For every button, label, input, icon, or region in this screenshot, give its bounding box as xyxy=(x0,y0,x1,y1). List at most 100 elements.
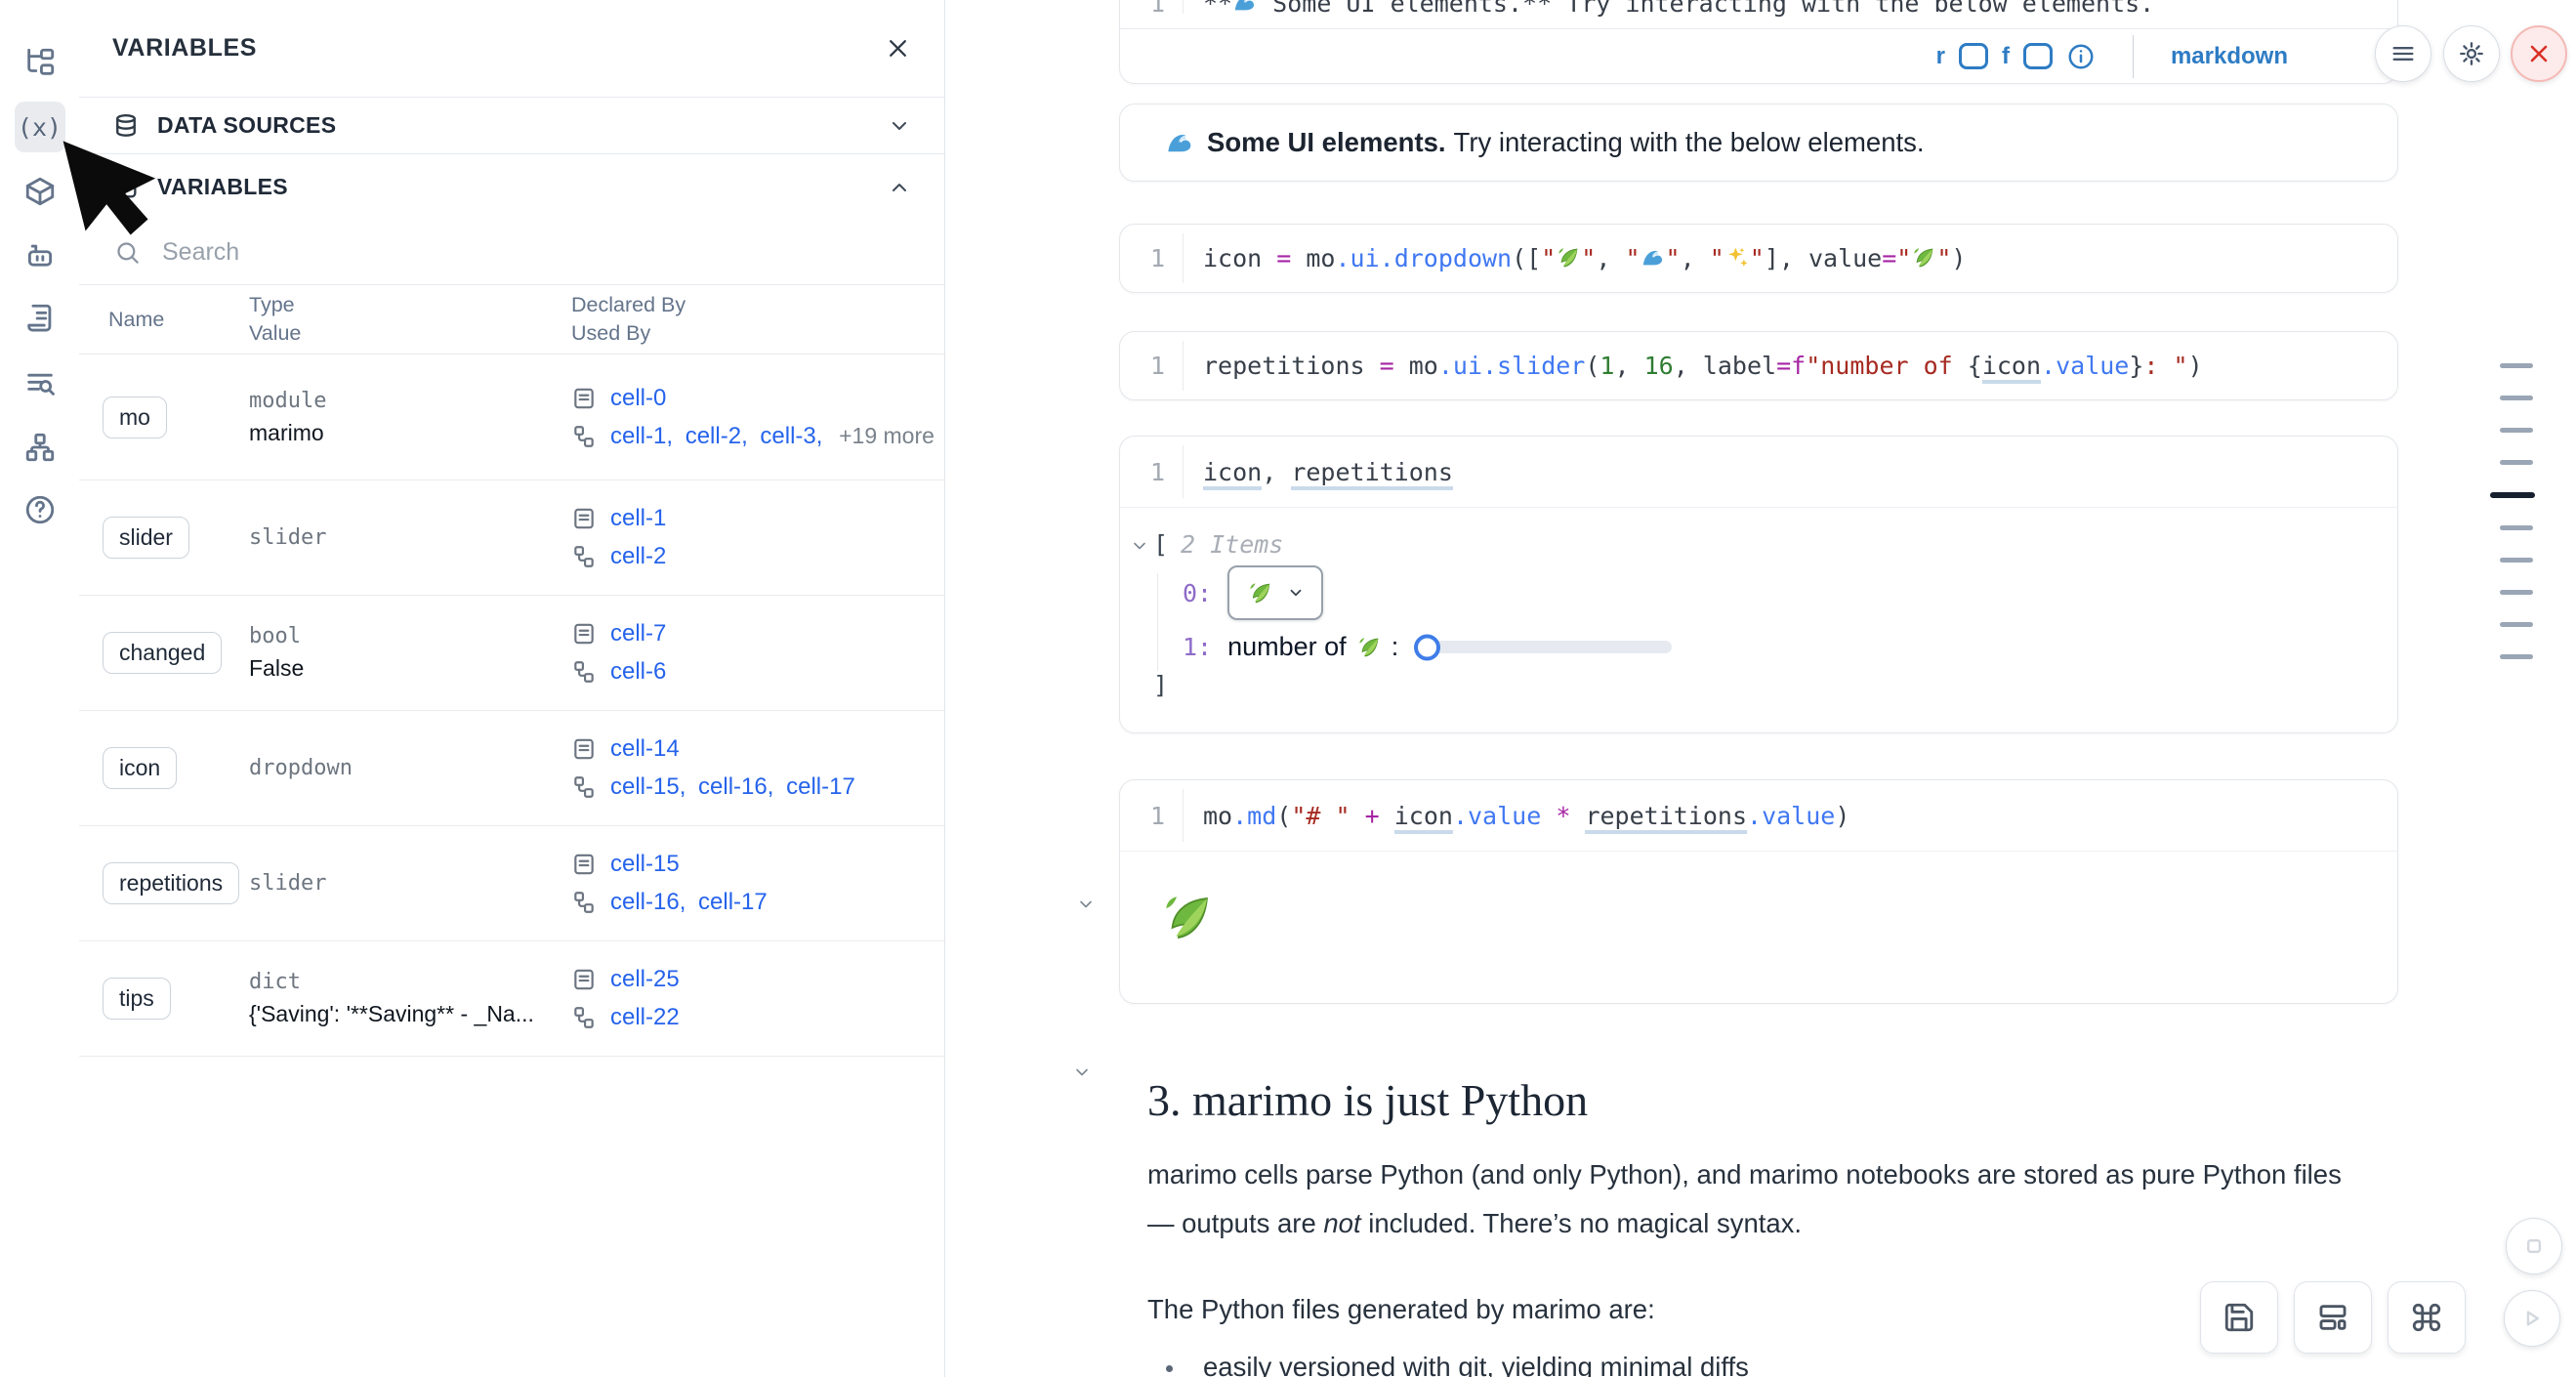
cell-link[interactable]: cell-25 xyxy=(610,966,680,992)
variable-name-badge[interactable]: changed xyxy=(103,632,222,674)
leaf-emoji-output xyxy=(1159,890,1216,946)
cell-link[interactable]: cell-14 xyxy=(610,735,680,762)
variable-name-badge[interactable]: repetitions xyxy=(103,862,239,904)
section-variables[interactable]: VARIABLES xyxy=(79,154,944,220)
search-icon xyxy=(114,239,141,266)
dependency-graph-icon[interactable] xyxy=(15,422,65,473)
declared-by-icon xyxy=(571,621,597,647)
code-line[interactable]: icon = mo.ui.dropdown(["", "", ""], valu… xyxy=(1184,244,1966,272)
minimap-line[interactable] xyxy=(2500,590,2533,595)
logs-icon[interactable] xyxy=(15,357,65,408)
cell-link[interactable]: cell-15 xyxy=(610,773,680,800)
minimap-line[interactable] xyxy=(2500,428,2533,433)
cell-link[interactable]: cell-15 xyxy=(610,851,680,877)
settings-button[interactable] xyxy=(2443,25,2500,82)
minimap-line[interactable] xyxy=(2500,525,2533,530)
shutdown-button[interactable] xyxy=(2511,25,2567,82)
cell-link[interactable]: cell-16 xyxy=(698,773,768,800)
snippets-icon[interactable] xyxy=(15,293,65,344)
variable-row-tips[interactable]: tipsdict{'Saving': '**Saving** - _Na...c… xyxy=(79,941,944,1057)
code-token: * xyxy=(1556,802,1570,830)
collapse-chevron-icon[interactable] xyxy=(1130,536,1149,556)
variable-row-changed[interactable]: changedboolFalsecell-7cell-6 xyxy=(79,596,944,711)
wave-emoji xyxy=(1232,0,1258,18)
slider-track[interactable] xyxy=(1418,641,1672,653)
file-explorer-icon[interactable] xyxy=(15,37,65,88)
variable-row-slider[interactable]: sliderslidercell-1cell-2 xyxy=(79,480,944,596)
cell-link[interactable]: cell-1 xyxy=(610,505,666,531)
cell-link[interactable]: cell-22 xyxy=(610,1004,680,1030)
used-by-line: cell-2 xyxy=(571,543,944,570)
format-toggle-icon[interactable] xyxy=(2023,43,2053,69)
interrupt-button[interactable] xyxy=(2506,1218,2562,1274)
save-button[interactable] xyxy=(2200,1281,2278,1354)
cell-link[interactable]: cell-6 xyxy=(610,658,666,685)
search-input[interactable] xyxy=(160,237,909,268)
info-icon[interactable] xyxy=(2066,42,2096,71)
code-token: repetitions xyxy=(1203,352,1380,380)
section-collapse-chevron-icon[interactable] xyxy=(1072,1063,1092,1082)
code-token: ( xyxy=(1276,802,1291,830)
keyboard-shortcuts-button[interactable] xyxy=(2388,1281,2466,1354)
minimap-line[interactable] xyxy=(2500,363,2533,368)
code-line[interactable]: mo.md("# " + icon.value * repetitions.va… xyxy=(1184,802,1849,830)
layout-button[interactable] xyxy=(2294,1281,2372,1354)
cell-link[interactable]: cell-1 xyxy=(610,423,666,449)
cell-link[interactable]: cell-17 xyxy=(698,889,768,915)
used-by-icon xyxy=(571,774,597,800)
variable-value: {'Saving': '**Saving** - _Na... xyxy=(249,1001,560,1027)
stop-icon xyxy=(2520,1232,2548,1260)
cell-link[interactable]: cell-3 xyxy=(760,423,815,449)
variable-name-badge[interactable]: slider xyxy=(103,517,189,559)
cell-link[interactable]: cell-2 xyxy=(686,423,741,449)
code-cell-slider[interactable]: 1 repetitions = mo.ui.slider(1, 16, labe… xyxy=(1119,331,2398,400)
minimap-line[interactable] xyxy=(2500,654,2533,659)
reactive-toggle-icon[interactable] xyxy=(1959,43,1988,69)
variable-row-repetitions[interactable]: repetitionsslidercell-15cell-16, cell-17 xyxy=(79,826,944,941)
variables-panel-icon[interactable]: (x) xyxy=(15,102,65,152)
code-token xyxy=(1570,802,1585,830)
run-all-button[interactable] xyxy=(2504,1290,2560,1347)
code-cell-md[interactable]: 1 mo.md("# " + icon.value * repetitions.… xyxy=(1119,779,2398,1004)
header-declared-by: Declared By xyxy=(571,293,944,317)
output-collapse-chevron-icon[interactable] xyxy=(1076,895,1096,914)
minimap-line-active[interactable] xyxy=(2490,492,2535,498)
variable-name-badge[interactable]: tips xyxy=(103,978,171,1020)
menu-button[interactable] xyxy=(2375,25,2431,82)
markdown-output-cell[interactable]: Some UI elements. Try interacting with t… xyxy=(1119,104,2398,182)
packages-icon[interactable] xyxy=(15,166,65,217)
more-cells-label[interactable]: +19 more xyxy=(839,423,935,448)
close-panel-button[interactable] xyxy=(885,35,911,62)
minimap-line[interactable] xyxy=(2500,460,2533,465)
variable-row-icon[interactable]: icondropdowncell-14cell-15, cell-16, cel… xyxy=(79,711,944,826)
cell-link[interactable]: cell-17 xyxy=(786,773,855,800)
slider-thumb[interactable] xyxy=(1414,634,1440,660)
variable-name-badge[interactable]: mo xyxy=(103,396,167,438)
code-cell-dropdown[interactable]: 1 icon = mo.ui.dropdown(["", "", ""], va… xyxy=(1119,224,2398,293)
line-number: 1 xyxy=(1120,244,1183,272)
cell-editor-partial[interactable]: 1 ** Some UI elements.** Try interacting… xyxy=(1119,0,2398,84)
minimap-line[interactable] xyxy=(2500,396,2533,400)
variable-row-mo[interactable]: momodulemarimocell-0cell-1, cell-2, cell… xyxy=(79,355,944,480)
code-line[interactable]: repetitions = mo.ui.slider(1, 16, label=… xyxy=(1184,352,2203,380)
minimap-line[interactable] xyxy=(2500,558,2533,563)
dropdown-select[interactable] xyxy=(1227,565,1323,620)
spark-emoji xyxy=(1724,244,1750,272)
cell-link[interactable]: cell-0 xyxy=(610,385,666,411)
ai-assistant-icon[interactable] xyxy=(15,230,65,281)
code-token: "number of xyxy=(1806,352,1968,380)
help-icon[interactable] xyxy=(15,484,65,535)
cell-link[interactable]: cell-2 xyxy=(610,543,666,569)
cell-language-label[interactable]: markdown xyxy=(2171,43,2288,70)
separator: , xyxy=(666,423,679,449)
cell-link[interactable]: cell-7 xyxy=(610,620,666,647)
variables-table-header: Name Type Value Declared By Used By xyxy=(79,285,944,355)
cell-link[interactable]: cell-16 xyxy=(610,889,680,915)
variable-name-badge[interactable]: icon xyxy=(103,747,177,789)
code-line[interactable]: icon, repetitions xyxy=(1184,458,1453,486)
code-cell-expression[interactable]: 1 icon, repetitions [ 2 Items 0: 1: numb… xyxy=(1119,436,2398,733)
section-data-sources[interactable]: DATA SOURCES xyxy=(79,98,944,154)
minimap-line[interactable] xyxy=(2500,622,2533,627)
code-line[interactable]: ** Some UI elements.** Try interacting w… xyxy=(1184,0,2154,18)
leaf-emoji xyxy=(1356,635,1382,660)
